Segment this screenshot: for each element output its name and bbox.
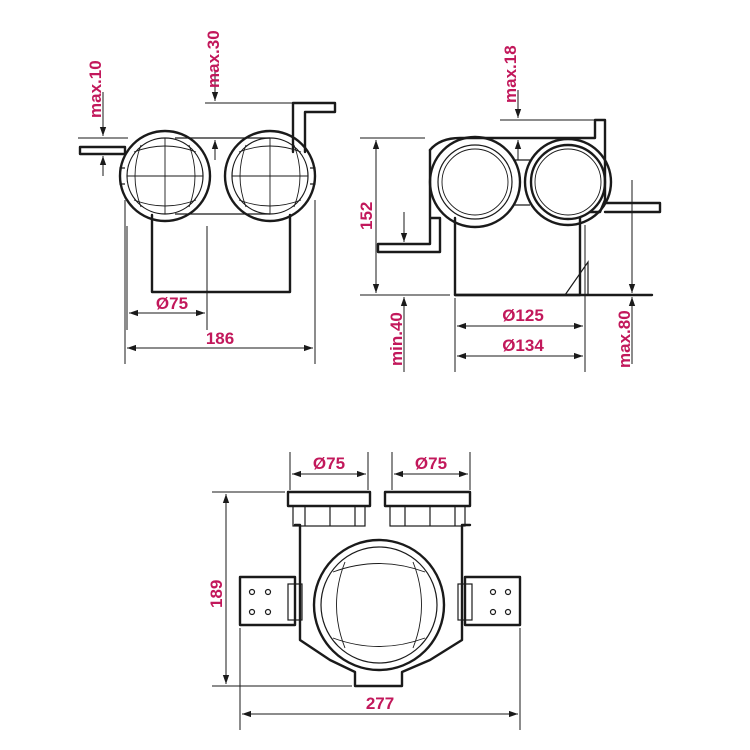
- right-spigot-ring: [223, 129, 317, 223]
- right-outlet-stub: [383, 490, 472, 527]
- side-ring-right: [523, 137, 613, 227]
- top-d75-right-label: Ø75: [415, 454, 447, 473]
- central-spigot: [312, 538, 446, 672]
- side-h152-label: 152: [357, 202, 376, 230]
- right-mount-tab: [457, 575, 522, 627]
- top-view: Ø75 Ø75 189 277: [207, 452, 522, 730]
- side-d125-label: Ø125: [502, 306, 544, 325]
- top-h189-label: 189: [207, 580, 226, 608]
- side-min40-label: min.40: [387, 312, 406, 366]
- left-mount-tab: [238, 575, 303, 627]
- front-max10-label: max.10: [86, 60, 105, 118]
- side-max18-label: max.18: [501, 45, 520, 103]
- left-outlet-stub: [286, 490, 372, 527]
- left-spigot-ring: [118, 129, 212, 223]
- front-d75-label: Ø75: [156, 294, 188, 313]
- side-view: max.18 152 min.40 Ø125 Ø134 max.80: [357, 45, 662, 372]
- front-max30-label: max.30: [204, 30, 223, 88]
- side-ring-left: [428, 135, 522, 229]
- top-d75-left-label: Ø75: [313, 454, 345, 473]
- side-d134-label: Ø134: [502, 336, 544, 355]
- side-max80-label: max.80: [615, 310, 634, 368]
- front-w186-label: 186: [206, 329, 234, 348]
- front-view: max.10 max.30 Ø75 186: [78, 30, 337, 364]
- top-w277-label: 277: [366, 694, 394, 713]
